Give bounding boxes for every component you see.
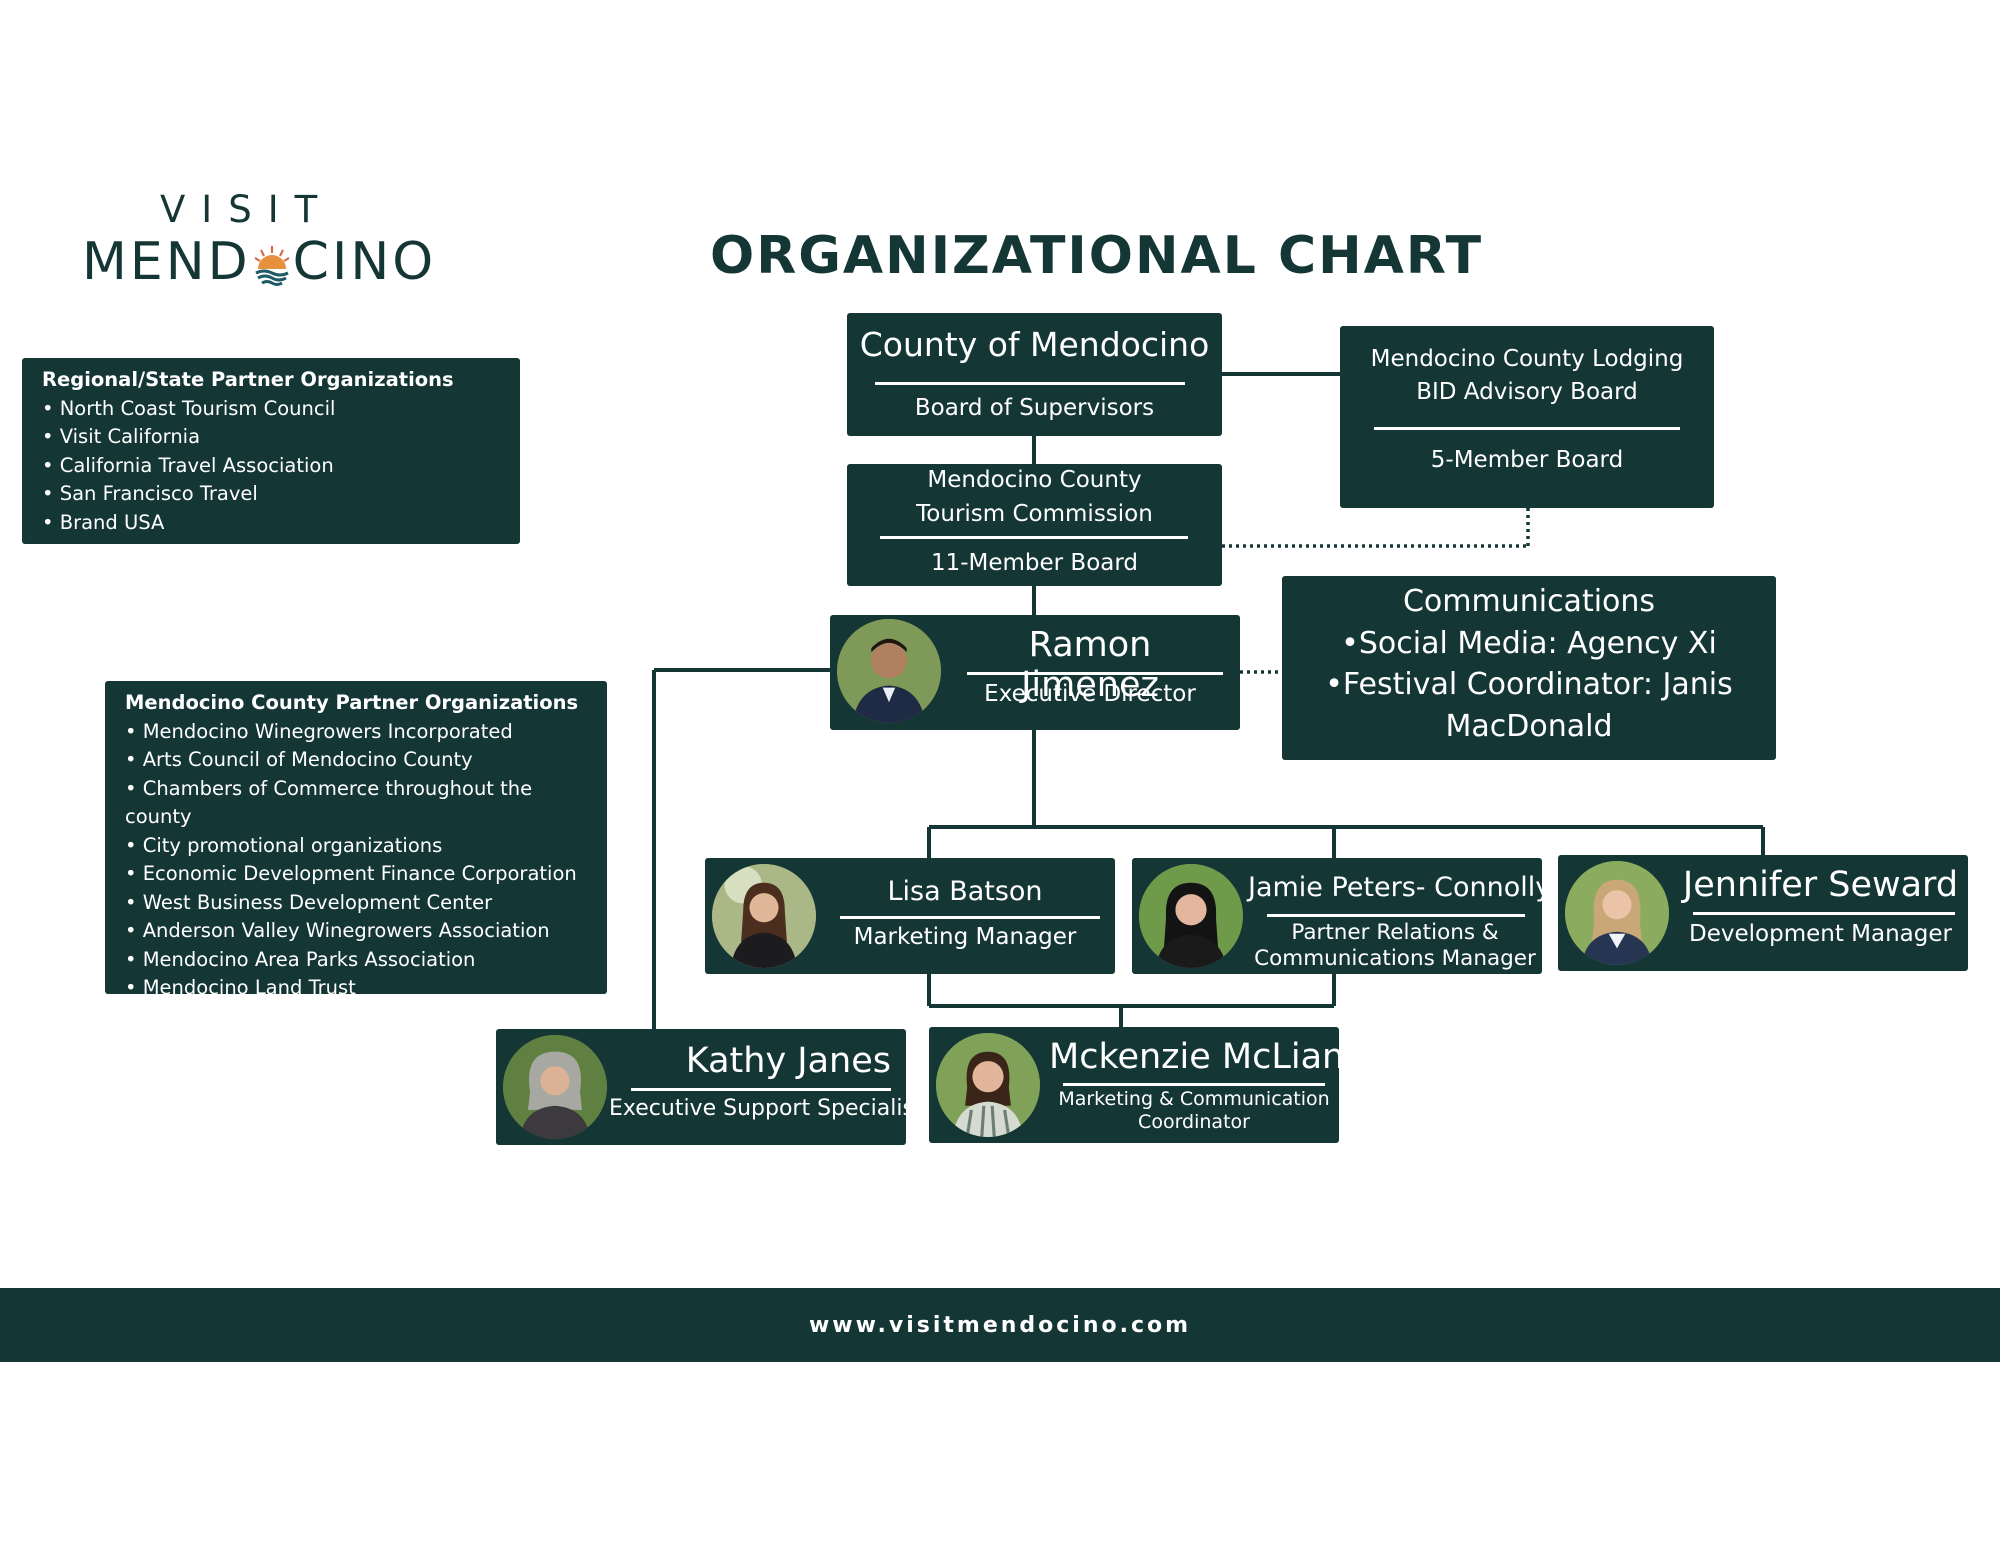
jennifer-node: Jennifer Seward Development Manager [1558,855,1968,971]
contractors-node: Communications •Social Media: Agency Xi … [1282,576,1776,760]
logo-mendocino: MEND CINO [82,232,436,292]
divider [967,672,1223,675]
jamie-role-line2: Communications Manager [1254,946,1536,971]
contractors-line3: •Festival Coordinator: Janis [1325,667,1733,702]
lisa-node: Lisa Batson Marketing Manager [705,858,1115,974]
county-partners-box: Mendocino County Partner Organizations •… [105,681,607,999]
director-role: Executive Director [984,681,1196,707]
mckenzie-name: Mckenzie McLian [1049,1037,1345,1077]
commission-name-line1: Mendocino County [927,467,1142,493]
avatar [1139,864,1243,968]
website-link[interactable]: www.visitmendocino.com [808,1312,1192,1338]
lodging-name-line2: BID Advisory Board [1416,379,1638,405]
divider [1267,914,1525,917]
contractors-line1: Communications [1402,584,1656,619]
avatar [1565,861,1669,965]
list-item: • Mendocino Land Trust [125,976,356,999]
mckenzie-role-line2: Coordinator [1138,1111,1250,1133]
jennifer-role: Development Manager [1689,921,1952,947]
avatar [712,864,816,968]
list-item: • California Travel Association [42,453,334,477]
avatar [837,619,941,723]
lisa-name: Lisa Batson [887,876,1043,907]
commission-name-line2: Tourism Commission [916,501,1153,527]
list-item: • Mendocino Area Parks Association [125,947,476,971]
list-item: • Visit California [42,425,201,448]
jennifer-name: Jennifer Seward [1682,865,1959,905]
commission-node: Mendocino County Tourism Commission 11-M… [847,464,1222,586]
regional-partners-heading: Regional/State Partner Organizations [42,368,454,391]
director-name: Ramon Jimenez [1021,625,1159,705]
logo-text-left: MEND [82,232,251,292]
county-partners-heading: Mendocino County Partner Organizations [125,691,579,714]
list-item: • Economic Development Finance Corporati… [125,862,577,885]
kathy-name: Kathy Janes [685,1041,891,1081]
county-name: County of Mendocino [859,325,1210,364]
avatar [503,1035,607,1139]
page-title: ORGANIZATIONAL CHART [710,226,1484,286]
kathy-role: Executive Support Specialist [609,1096,923,1121]
list-item: • Brand USA [42,510,165,534]
divider [880,536,1188,539]
list-item: • Anderson Valley Winegrowers Associatio… [125,919,550,942]
divider [631,1088,891,1091]
lodging-node: Mendocino County Lodging BID Advisory Bo… [1340,326,1714,508]
lisa-role: Marketing Manager [853,924,1077,950]
divider [1374,427,1680,430]
regional-partners-box: Regional/State Partner Organizations • N… [22,358,520,544]
logo-visit-text: VISIT [160,188,334,231]
mckenzie-node: Mckenzie McLian Marketing & Communicatio… [929,1027,1345,1143]
list-item: • Arts Council of Mendocino County [125,748,473,771]
list-item: • Mendocino Winegrowers Incorporated [125,719,513,743]
contractors-line2: •Social Media: Agency Xi [1341,625,1717,661]
divider [875,382,1185,385]
lodging-subtitle: 5-Member Board [1430,447,1624,473]
contractors-line4: MacDonald [1445,708,1613,744]
mckenzie-role-line1: Marketing & Communication [1058,1088,1330,1110]
lodging-name-line1: Mendocino County Lodging [1370,346,1684,372]
jamie-role-line1: Partner Relations & [1291,920,1499,945]
director-node: Ramon Jimenez Executive Director [830,615,1240,730]
county-node: County of Mendocino Board of Supervisors [847,313,1222,436]
footer-bar: www.visitmendocino.com [0,1288,2000,1362]
kathy-node: Kathy Janes Executive Support Specialist [496,1029,923,1145]
list-item: • North Coast Tourism Council [42,396,336,420]
jamie-node: Jamie Peters- Connolly Partner Relations… [1132,858,1552,974]
jamie-name: Jamie Peters- Connolly [1248,872,1552,903]
divider [1063,1083,1325,1086]
list-item: • Chambers of Commerce throughout the co… [125,776,533,829]
list-item: • San Francisco Travel [42,482,258,505]
divider [840,916,1100,919]
commission-subtitle: 11-Member Board [930,550,1139,576]
list-item: • City promotional organizations [125,833,443,857]
list-item: • West Business Development Center [125,890,493,914]
divider [1693,912,1955,915]
county-subtitle: Board of Supervisors [914,395,1155,421]
sun-logo-icon [252,240,292,286]
logo-text-right: CINO [292,232,437,292]
avatar [936,1033,1040,1137]
